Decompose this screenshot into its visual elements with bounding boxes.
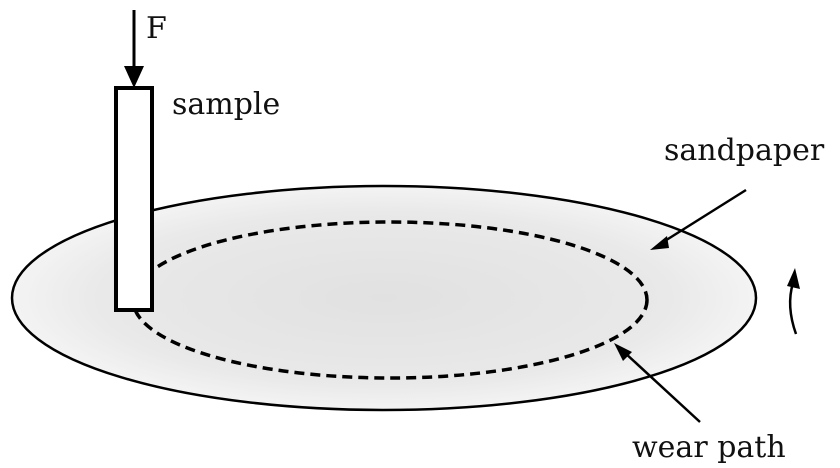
down-arrow-icon xyxy=(124,10,144,88)
sample-pin xyxy=(114,86,154,312)
sandpaper-label: sandpaper xyxy=(664,133,825,168)
sandpaper-leader-arrow xyxy=(650,188,747,250)
curved-up-arrow-icon xyxy=(787,268,800,335)
wear-path-leader-arrow xyxy=(614,343,701,423)
force-label: F xyxy=(146,11,167,46)
sample-label: sample xyxy=(172,87,280,122)
wear-path-label: wear path xyxy=(632,430,786,465)
